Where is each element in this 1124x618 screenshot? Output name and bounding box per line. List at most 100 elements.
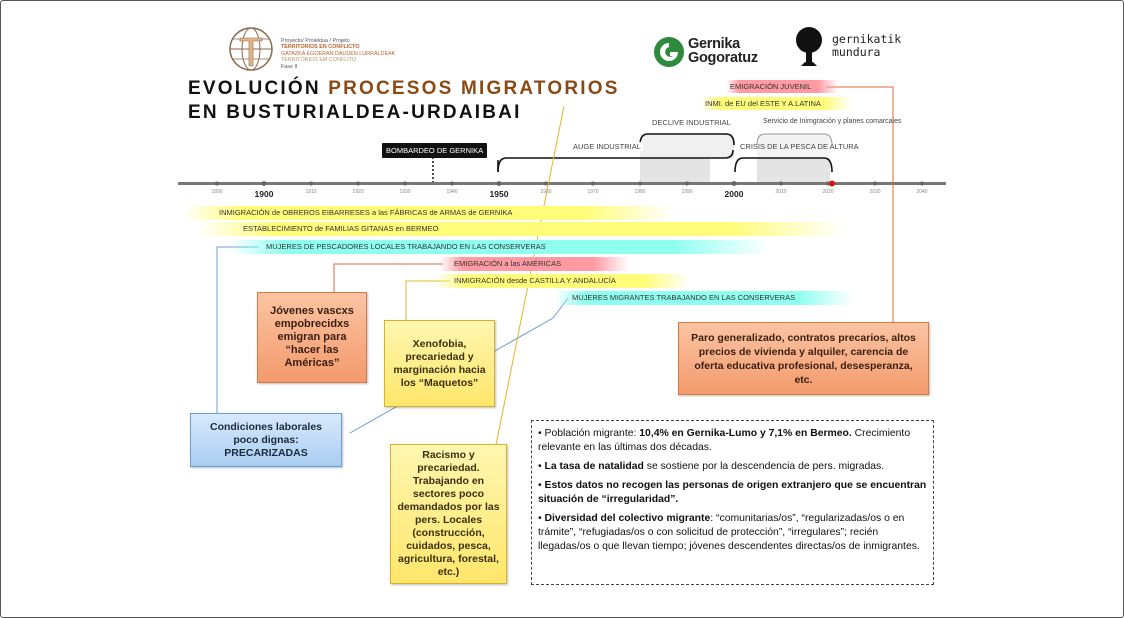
info-p2: • La tasa de natalidad se sostiene por l…	[538, 461, 885, 472]
tick-label: 1910	[305, 189, 317, 195]
info-p4-a: Diversidad del colectivo migrante	[544, 513, 711, 524]
tick-label: 1920	[352, 189, 364, 195]
tick-label: 1960	[540, 189, 552, 195]
auge-label: AUGE INDUSTRIAL	[571, 142, 643, 151]
page-title: EVOLUCIÓN PROCESOS MIGRATORIOS EN BUSTUR…	[188, 77, 620, 125]
info-p4-b: : “comunitarias/os”, “regularizadas/os o…	[538, 513, 920, 552]
callout-jovenes: Jóvenes vascxs empobrecidxs emigran para…	[257, 292, 367, 383]
tick-label: 1990	[681, 189, 693, 195]
tick-dot	[920, 181, 924, 186]
bar-mujeres-pescadores: MUJERES DE PESCADORES LOCALES TRABAJANDO…	[230, 240, 770, 254]
bar-castilla-andalucia: INMIGRACIÓN desde CASTILLA Y ANDALUCÍA	[435, 274, 690, 288]
servicio-bracket	[756, 133, 833, 146]
tick-label: 2030	[869, 189, 881, 195]
emigracion-juvenil-bar: EMIGRACIÓN JUVENIL	[726, 80, 838, 93]
tick-label: 2010	[775, 189, 787, 195]
connector-paro	[826, 86, 894, 323]
tick-label: 2020	[822, 189, 834, 195]
tick-dot	[779, 181, 783, 186]
declive-bracket	[639, 133, 735, 146]
tick-dot	[591, 181, 595, 186]
tick-label: 1980	[634, 189, 646, 195]
tick-label: 1930	[399, 189, 411, 195]
bar-obreros-eibarreses: INMIGRACIÓN de OBREROS EIBARRESES a las …	[183, 206, 673, 220]
callout-paro-text: Paro generalizado, contratos precarios, …	[691, 331, 916, 386]
info-p2-b: se sostiene por la descendencia de pers.…	[643, 461, 885, 472]
timeline-ticks	[215, 181, 924, 186]
tick-label: 1950	[489, 189, 509, 199]
declive-shade	[640, 158, 710, 184]
logo1-line1: Gernika	[688, 36, 740, 52]
inmi-eu-bar: INMI. de EU del ESTE Y A.LATINA	[701, 97, 851, 110]
tick-dot	[544, 181, 548, 186]
tick-dot	[403, 181, 407, 186]
logo2-line2: mundura	[832, 45, 881, 59]
tick-dot	[685, 181, 689, 186]
declive-label: DECLIVE INDUSTRIAL	[652, 118, 731, 127]
connector-condiciones	[216, 246, 259, 415]
tick-label: 2000	[724, 189, 744, 199]
title-line2: EN BUSTURIALDEA-URDAIBAI	[188, 102, 522, 123]
auge-bracket	[497, 149, 734, 173]
connector-jovenes	[333, 263, 443, 293]
tick-dot	[731, 181, 737, 186]
callout-xenofobia-text: Xenofobia, precariedad y marginación hac…	[393, 337, 486, 389]
tick-dot	[638, 181, 642, 186]
project-globe-logo	[229, 27, 273, 71]
tick-label: 1900	[254, 189, 274, 199]
declive-shade-upper	[640, 134, 734, 158]
tick-dot	[356, 181, 360, 186]
callout-racismo: Racismo y precariedad. Trabajando en sec…	[390, 444, 507, 584]
project-line-3: GATAZKA EGOERAN DAUDEN LURRALDEAK	[281, 50, 396, 57]
servicio-shade	[757, 134, 830, 158]
tick-label: 1970	[587, 189, 599, 195]
tick-dot	[873, 181, 877, 186]
logo2-line1: gernikatik	[832, 32, 902, 46]
callout-paro: Paro generalizado, contratos precarios, …	[678, 322, 929, 395]
info-p1-a: Población migrante:	[544, 428, 640, 439]
callout-racismo-text: Racismo y precariedad. Trabajando en sec…	[397, 449, 500, 578]
info-p2-a: La tasa de natalidad	[544, 461, 644, 472]
info-box: • Población migrante: 10,4% en Gernika-L…	[531, 420, 934, 585]
callout-condiciones: Condiciones laborales poco dignas: PRECA…	[190, 413, 342, 467]
bombardeo-label: BOMBARDEO DE GERNIKA	[382, 143, 488, 158]
present-marker	[829, 180, 835, 187]
title-line1-a: EVOLUCIÓN	[188, 78, 329, 99]
callout-xenofobia: Xenofobia, precariedad y marginación hac…	[384, 320, 495, 407]
info-p1-b: 10,4% en Gernika-Lumo y 7,1% en Bermeo.	[639, 428, 852, 439]
info-p3-text: Estos datos no recogen las personas de o…	[538, 480, 927, 505]
tick-label: 2040	[916, 189, 928, 195]
servicio-label: Servicio de Inimgración y planes comarca…	[763, 118, 902, 125]
info-p4: • Diversidad del colectivo migrante: “co…	[538, 513, 920, 552]
project-line-2: TERRITORIOS EN CONFLICTO	[281, 44, 360, 51]
gernika-gogoratuz-logo: Gernika Gogoratuz	[688, 36, 758, 66]
info-p3: • Estos datos no recogen las personas de…	[538, 480, 927, 505]
crisis-pesca-label: CRISIS DE LA PESCA DE ALTURA	[740, 142, 859, 151]
gernikatik-mundura-logo: gernikatik mundura	[832, 33, 901, 59]
tick-dot	[215, 181, 219, 186]
bar-emigracion-americas: EMIGRACIÓN a las AMÉRICAS	[440, 257, 628, 271]
callout-jovenes-text: Jóvenes vascxs empobrecidxs emigran para…	[270, 305, 354, 369]
title-line1-accent: PROCESOS MIGRATORIOS	[328, 78, 620, 99]
project-text: Proyecto/ Proiektua / Projeto TERRITORIO…	[281, 38, 395, 70]
tick-dot	[309, 181, 313, 186]
gernika-gogoratuz-icon	[654, 37, 684, 67]
tick-dot	[261, 181, 267, 186]
info-p1: • Población migrante: 10,4% en Gernika-L…	[538, 428, 911, 453]
tick-label: 1940	[446, 189, 458, 195]
bar-mujeres-migrantes: MUJERES MIGRANTES TRABAJANDO EN LAS CONS…	[555, 291, 853, 305]
project-line-1: Proyecto/ Proiektua / Projeto	[281, 38, 350, 44]
project-line-4: TERRITÓRIOS EM CONFLITO	[281, 57, 357, 64]
bar-familias-gitanas: ESTABLECIMIENTO de FAMILIAS GITANAS en B…	[196, 222, 846, 236]
gernikatik-mundura-icon	[796, 27, 822, 66]
tick-dot	[826, 181, 830, 186]
project-line-5: Fase II	[281, 63, 298, 70]
crisis-shade	[757, 158, 830, 184]
logo1-line2: Gogoratuz	[688, 50, 758, 66]
tick-label: 1890	[211, 189, 223, 195]
crisis-bracket	[734, 157, 833, 173]
tick-dot	[496, 181, 502, 186]
info-p1-c: Crecimiento relevante en las últimas dos…	[538, 428, 911, 453]
